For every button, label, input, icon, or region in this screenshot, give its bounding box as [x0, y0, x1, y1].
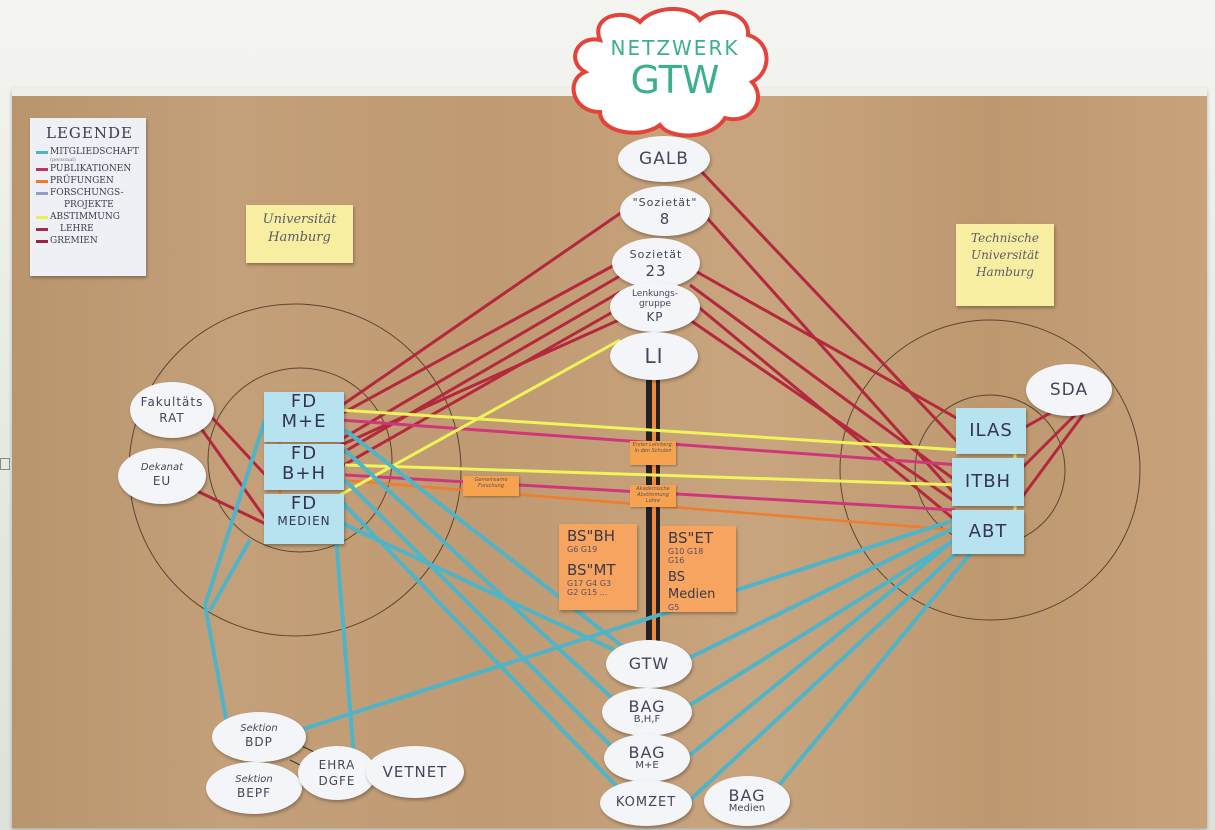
- card-bs-bh-mt: BS"BH G6 G19 BS"MT G17 G4 G3 G2 G15 ...: [559, 524, 637, 610]
- note-tu-hamburg: Technische Universität Hamburg: [956, 224, 1054, 306]
- cyan-line: [333, 524, 357, 771]
- legend-item-lehre: Lehre: [36, 223, 140, 235]
- tag-gemeinsame-forschung: Gemeinsame Forschung: [463, 476, 519, 496]
- red-line: [689, 266, 961, 422]
- red-line: [203, 408, 272, 482]
- cyan-line: [208, 539, 252, 611]
- left-inner-circle: [207, 367, 393, 553]
- red-line: [329, 260, 621, 422]
- legend-item-forschung: Forschungs-Projekte: [36, 187, 140, 211]
- cyan-line: [343, 448, 627, 712]
- red-line: [698, 168, 967, 452]
- note-universitaet-hamburg: Universität Hamburg: [246, 205, 353, 263]
- oval-komzet: KOMZET: [600, 780, 692, 826]
- card-itbh: ITBH: [952, 458, 1024, 506]
- legend-item-pruefungen: Prüfungen: [36, 175, 140, 187]
- cyan-line: [688, 538, 957, 707]
- legend-item-gremien: Gremien: [36, 235, 140, 247]
- cyan-line: [334, 518, 626, 657]
- red-line: [193, 419, 272, 526]
- legend-item-publikationen: Publikationen: [36, 163, 140, 175]
- yellow-line: [344, 463, 961, 487]
- tag-abstimmung-lehre: Akademische Abstimmung Lehre: [630, 485, 676, 507]
- right-circle: [839, 319, 1141, 621]
- card-abt: ABT: [952, 510, 1024, 554]
- oval-vetnet: VETNET: [366, 746, 464, 798]
- cyan-line: [688, 543, 967, 802]
- card-bs-et-medien: BS"ET G10 G18 G16 BS Medien G5: [660, 526, 736, 612]
- red-line: [334, 208, 626, 412]
- cyan-line: [773, 546, 977, 792]
- red-line: [329, 290, 621, 462]
- tag-lehrberg: Erster Lehrberg. in den Schulen: [630, 441, 676, 465]
- red-line: [194, 488, 269, 527]
- title-text: NETZWERK GTW: [600, 36, 750, 100]
- title-line2: GTW: [630, 58, 720, 102]
- oval-gtw: GTW: [606, 640, 692, 688]
- red-line: [329, 313, 631, 452]
- legend-item-abstimmung: Abstimmung: [36, 211, 140, 223]
- center-strip-orange: [652, 380, 656, 660]
- cyan-line: [338, 498, 632, 802]
- cyan-line: [203, 604, 232, 741]
- yellow-line: [339, 338, 621, 497]
- oval-sda: SDA: [1026, 364, 1112, 416]
- oval-sozietaet-8: "Sozietät"8: [620, 186, 710, 236]
- title-line1: NETZWERK: [610, 36, 740, 60]
- cyan-line: [203, 419, 267, 606]
- oval-li: LI: [610, 332, 698, 380]
- cyan-line: [684, 523, 961, 662]
- oval-galb: GALB: [618, 136, 710, 182]
- cyan-line: [299, 518, 956, 732]
- legend: LEGENDE Mitgliedschaft(personal) Publika…: [30, 118, 146, 276]
- card-ilas: ILAS: [956, 408, 1026, 454]
- cyan-line: [688, 533, 962, 757]
- cyan-line: [343, 478, 627, 762]
- yellow-line: [339, 408, 961, 452]
- red-line: [689, 318, 961, 507]
- cyan-line: [343, 428, 642, 662]
- legend-title: LEGENDE: [46, 124, 133, 142]
- oval-fakultaetsrat: Fakultätsrat: [130, 382, 214, 438]
- wall-outlet: [0, 458, 10, 470]
- legend-item-mitgliedschaft: Mitgliedschaft(personal): [36, 146, 140, 163]
- red-line: [334, 303, 626, 472]
